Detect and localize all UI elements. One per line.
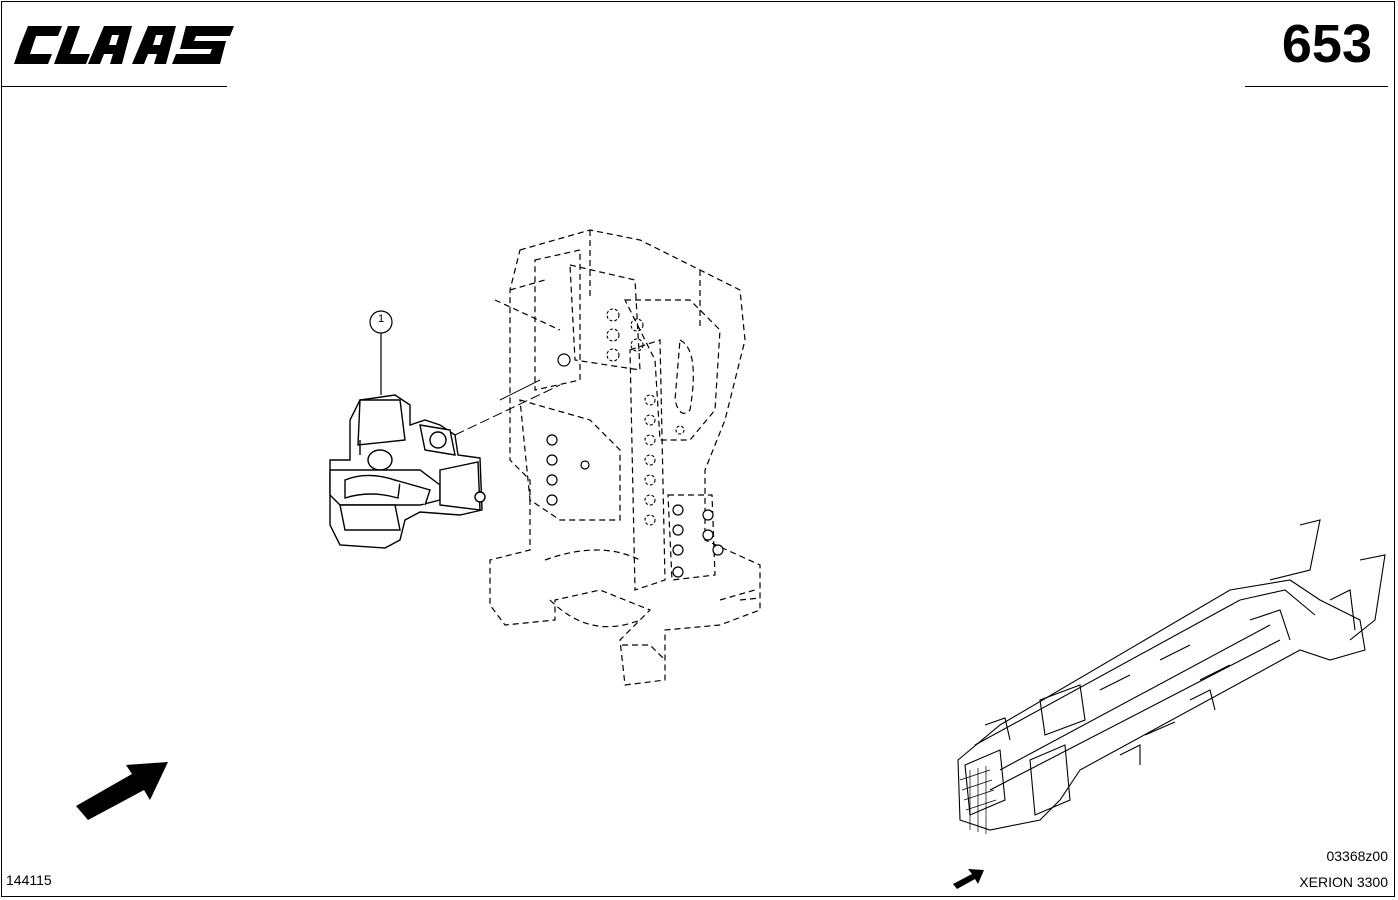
drawing-code: 03368z00 bbox=[1326, 848, 1388, 864]
header-rule-right bbox=[1245, 86, 1388, 87]
overview-wiring bbox=[959, 766, 997, 834]
assembly-leader-line bbox=[454, 384, 561, 436]
assembly-leader-short bbox=[499, 379, 541, 401]
header-rule-left bbox=[2, 86, 227, 87]
callout-number-1: 1 bbox=[377, 313, 385, 325]
orientation-arrow-icon bbox=[76, 762, 168, 820]
overview-arrow-icon bbox=[953, 869, 984, 889]
bolt-heads bbox=[546, 353, 724, 578]
figure-id: 144115 bbox=[6, 872, 52, 888]
page-number: 653 bbox=[1281, 14, 1372, 74]
tow-hitch-coupling bbox=[329, 394, 486, 549]
callout-1 bbox=[369, 310, 393, 395]
chassis-bracket-phantom bbox=[489, 229, 761, 686]
claas-logo bbox=[14, 24, 236, 71]
overview-frame-drawing bbox=[957, 519, 1386, 831]
bracket-holes bbox=[606, 308, 685, 526]
claas-logo-graphic bbox=[14, 26, 234, 64]
model-name: XERION 3300 bbox=[1299, 874, 1388, 890]
